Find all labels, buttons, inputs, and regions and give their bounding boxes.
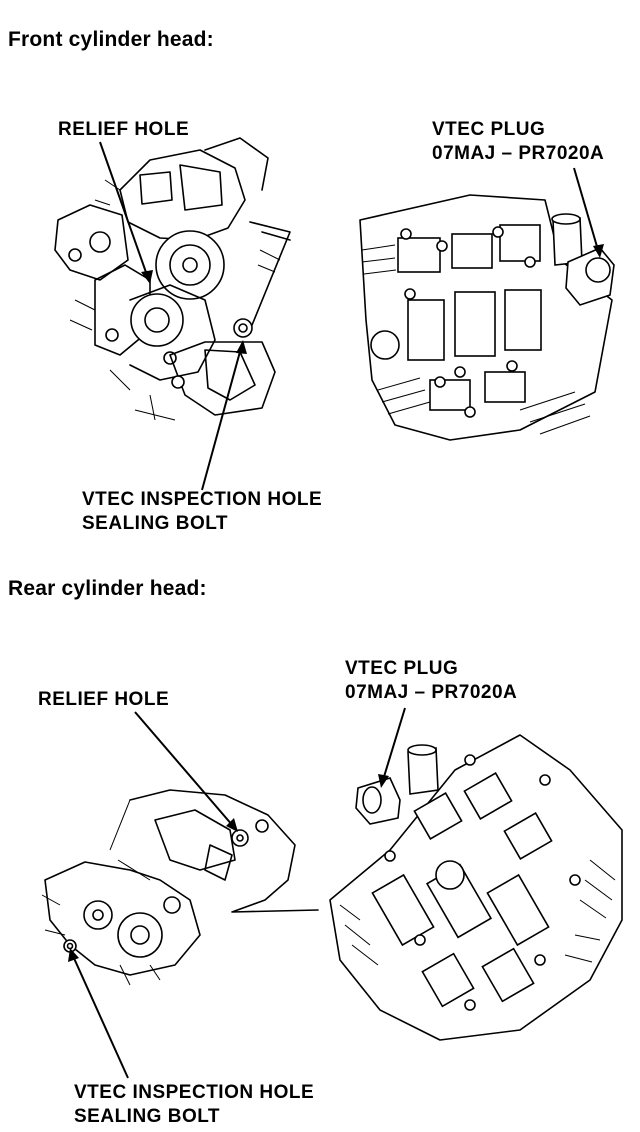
front-inspection-bolt-label: VTEC INSPECTION HOLE SEALING BOLT <box>82 489 323 534</box>
rear-inspection-leader <box>72 955 129 1079</box>
rear-section-title: Rear cylinder head: <box>8 577 207 600</box>
rear-inspection-bolt-label: VTEC INSPECTION HOLE SEALING BOLT <box>74 1082 315 1127</box>
front-relief-hole-leader <box>99 141 149 279</box>
front-section-title: Front cylinder head: <box>8 28 214 51</box>
front-engine-left-drawing <box>54 137 291 421</box>
rear-engine-left-drawing <box>41 789 319 986</box>
rear-cylinder-head-drawing <box>329 734 623 1041</box>
front-vtec-plug-label: VTEC PLUG 07MAJ – PR7020A <box>432 119 605 164</box>
front-relief-hole-label: RELIEF HOLE <box>58 119 190 140</box>
rear-vtec-plug-label: VTEC PLUG 07MAJ – PR7020A <box>345 658 518 703</box>
rear-relief-hole-label: RELIEF HOLE <box>38 689 170 710</box>
front-vtec-plug-leader <box>573 167 599 251</box>
front-cylinder-head-drawing <box>359 194 615 441</box>
rear-relief-hole-leader <box>134 711 234 827</box>
front-inspection-leader <box>201 347 242 491</box>
rear-vtec-plug-leader <box>382 707 406 781</box>
